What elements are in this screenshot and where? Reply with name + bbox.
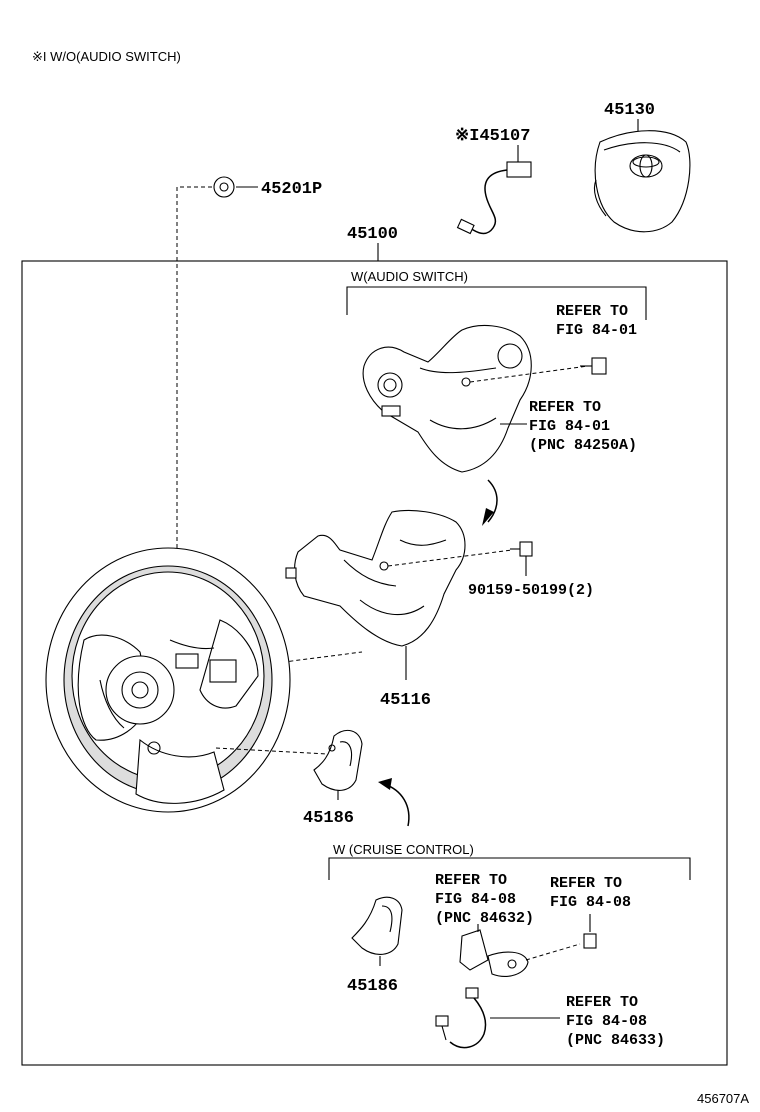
reference-note-1: REFER TO FIG 84-01 bbox=[556, 303, 637, 339]
cruise-wire-harness bbox=[435, 987, 487, 1049]
reference-note-5: REFER TO FIG 84-08 (PNC 84633) bbox=[566, 994, 665, 1049]
svg-text:(PNC 84632): (PNC 84632) bbox=[435, 910, 534, 927]
svg-text:(PNC 84250A): (PNC 84250A) bbox=[529, 437, 637, 454]
side-cover-45186-a bbox=[313, 729, 363, 791]
svg-text:REFER TO: REFER TO bbox=[529, 399, 601, 416]
figure-id: 456707A bbox=[697, 1091, 749, 1106]
group-label-audio: W(AUDIO SWITCH) bbox=[351, 269, 468, 284]
bracket-cruise bbox=[328, 857, 691, 880]
svg-text:REFER TO: REFER TO bbox=[556, 303, 628, 320]
side-cover-45186-b bbox=[351, 896, 403, 955]
cruise-control-switch bbox=[459, 929, 529, 977]
lower-cover-45116 bbox=[285, 509, 466, 647]
screw-cruise bbox=[583, 933, 597, 949]
bolt-90159 bbox=[510, 541, 533, 557]
dashed-screw-cruise bbox=[525, 943, 581, 961]
wire-harness-45107 bbox=[456, 161, 532, 235]
nut-45201p bbox=[213, 176, 235, 198]
part-number-45116: 45116 bbox=[380, 691, 431, 710]
header-note: ※I W/O(AUDIO SWITCH) bbox=[32, 49, 181, 64]
reference-note-3: REFER TO FIG 84-08 (PNC 84632) bbox=[435, 872, 534, 927]
part-number-45107: ※I45107 bbox=[455, 127, 530, 146]
svg-text:REFER TO: REFER TO bbox=[550, 875, 622, 892]
part-number-45186-b: 45186 bbox=[347, 977, 398, 996]
airbag-45130 bbox=[593, 130, 691, 233]
svg-text:REFER TO: REFER TO bbox=[566, 994, 638, 1011]
part-number-45186-a: 45186 bbox=[303, 809, 354, 828]
reference-note-4: REFER TO FIG 84-08 bbox=[550, 875, 631, 911]
part-number-45201p: 45201P bbox=[261, 180, 322, 199]
part-number-bolt: 90159-50199(2) bbox=[468, 582, 594, 599]
bracket-audio bbox=[346, 286, 647, 315]
steering-wheel bbox=[45, 547, 291, 813]
svg-text:FIG 84-01: FIG 84-01 bbox=[529, 418, 610, 435]
svg-text:(PNC 84633): (PNC 84633) bbox=[566, 1032, 665, 1049]
toyota-logo-icon bbox=[629, 154, 663, 178]
part-number-45130: 45130 bbox=[604, 101, 655, 120]
dashed-screw-audio bbox=[469, 365, 589, 383]
curved-arrow-icon bbox=[482, 479, 498, 526]
svg-text:FIG 84-08: FIG 84-08 bbox=[550, 894, 631, 911]
svg-text:FIG 84-08: FIG 84-08 bbox=[435, 891, 516, 908]
group-label-cruise: W (CRUISE CONTROL) bbox=[333, 842, 474, 857]
assembly-frame bbox=[21, 260, 728, 1066]
dashed-leader-45201p bbox=[176, 186, 212, 665]
dashed-leader-45186 bbox=[215, 747, 329, 755]
svg-text:REFER TO: REFER TO bbox=[435, 872, 507, 889]
svg-text:FIG 84-08: FIG 84-08 bbox=[566, 1013, 647, 1030]
part-number-45100: 45100 bbox=[347, 225, 398, 244]
reference-note-2: REFER TO FIG 84-01 (PNC 84250A) bbox=[529, 399, 637, 454]
curved-arrow-icon bbox=[378, 778, 410, 827]
svg-text:FIG 84-01: FIG 84-01 bbox=[556, 322, 637, 339]
screw-audio bbox=[580, 357, 607, 375]
audio-switch-cover bbox=[362, 324, 532, 473]
